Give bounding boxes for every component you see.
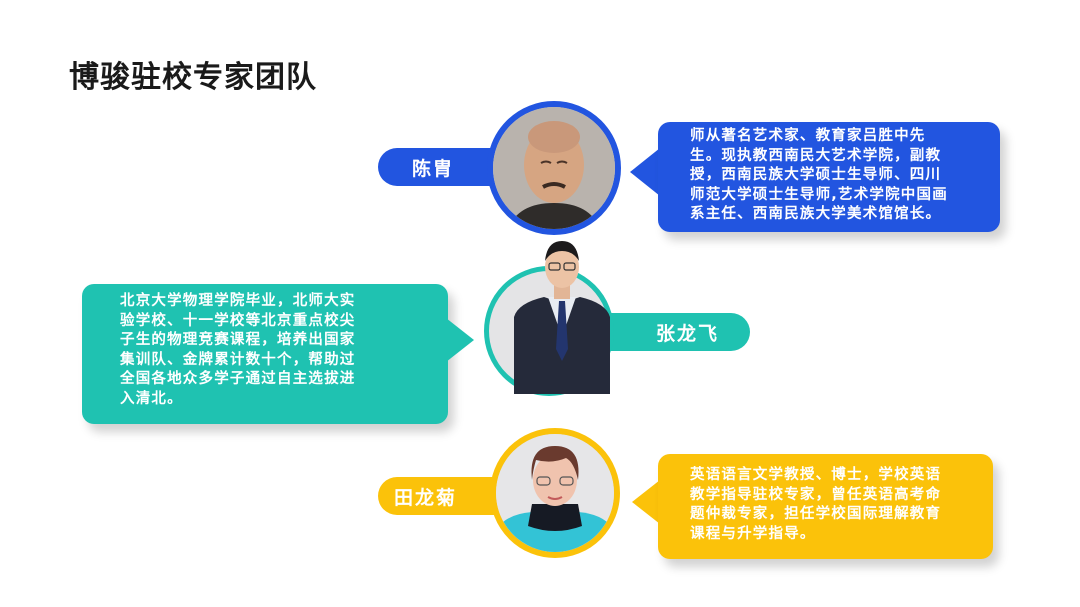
expert-photo xyxy=(490,428,620,558)
expert-bio: 北京大学物理学院毕业，北师大实 验学校、十一学校等北京重点校尖 子生的物理竞赛课… xyxy=(82,284,448,424)
portrait-woman-glasses-icon xyxy=(496,434,614,552)
portrait-man-bald-icon xyxy=(493,107,615,229)
bio-line: 入清北。 xyxy=(120,390,183,407)
bio-line: 题仲裁专家，担任学校国际理解教育 xyxy=(690,506,942,522)
bio-line: 系主任、西南民族大学美术馆馆长。 xyxy=(690,206,942,222)
bio-line: 师范大学硕士生导师,艺术学院中国画 xyxy=(690,186,948,203)
expert-name: 田龙菊 xyxy=(393,486,457,509)
bio-line: 师从著名艺术家、教育家吕胜中先 xyxy=(690,128,926,144)
bio-line: 授，西南民族大学硕士生导师、四川 xyxy=(690,167,942,183)
bio-line: 英语语言文学教授、博士，学校英语 xyxy=(690,467,942,483)
expert-bio: 师从著名艺术家、教育家吕胜中先 生。现执教西南民大艺术学院，副教 授，西南民族大… xyxy=(658,122,1000,232)
expert-photo xyxy=(487,101,621,235)
portrait-man-suit-icon xyxy=(514,241,610,394)
bio-line: 验学校、十一学校等北京重点校尖 xyxy=(120,312,356,329)
expert-name: 陈胄 xyxy=(411,157,454,180)
speech-tail xyxy=(446,318,474,362)
expert-bio: 英语语言文学教授、博士，学校英语 教学指导驻校专家，曾任英语高考命 题仲裁专家，… xyxy=(658,454,993,559)
page-title: 博骏驻校专家团队 xyxy=(69,60,317,95)
speech-tail xyxy=(630,148,660,196)
bio-line: 子生的物理竞赛课程，培养出国家 xyxy=(120,332,356,348)
bio-line: 生。现执教西南民大艺术学院，副教 xyxy=(690,147,942,164)
bio-line: 北京大学物理学院毕业，北师大实 xyxy=(120,293,356,309)
bio-line: 全国各地众多学子通过自主选拔进 xyxy=(120,371,356,387)
expert-name: 张龙飞 xyxy=(655,322,719,345)
expert-name-tag: 张龙飞 xyxy=(605,313,750,351)
bio-line: 集训队、金牌累计数十个，帮助过 xyxy=(120,351,356,368)
speech-tail xyxy=(632,480,660,524)
bio-line: 教学指导驻校专家，曾任英语高考命 xyxy=(690,486,942,503)
bio-line: 课程与升学指导。 xyxy=(690,525,816,542)
